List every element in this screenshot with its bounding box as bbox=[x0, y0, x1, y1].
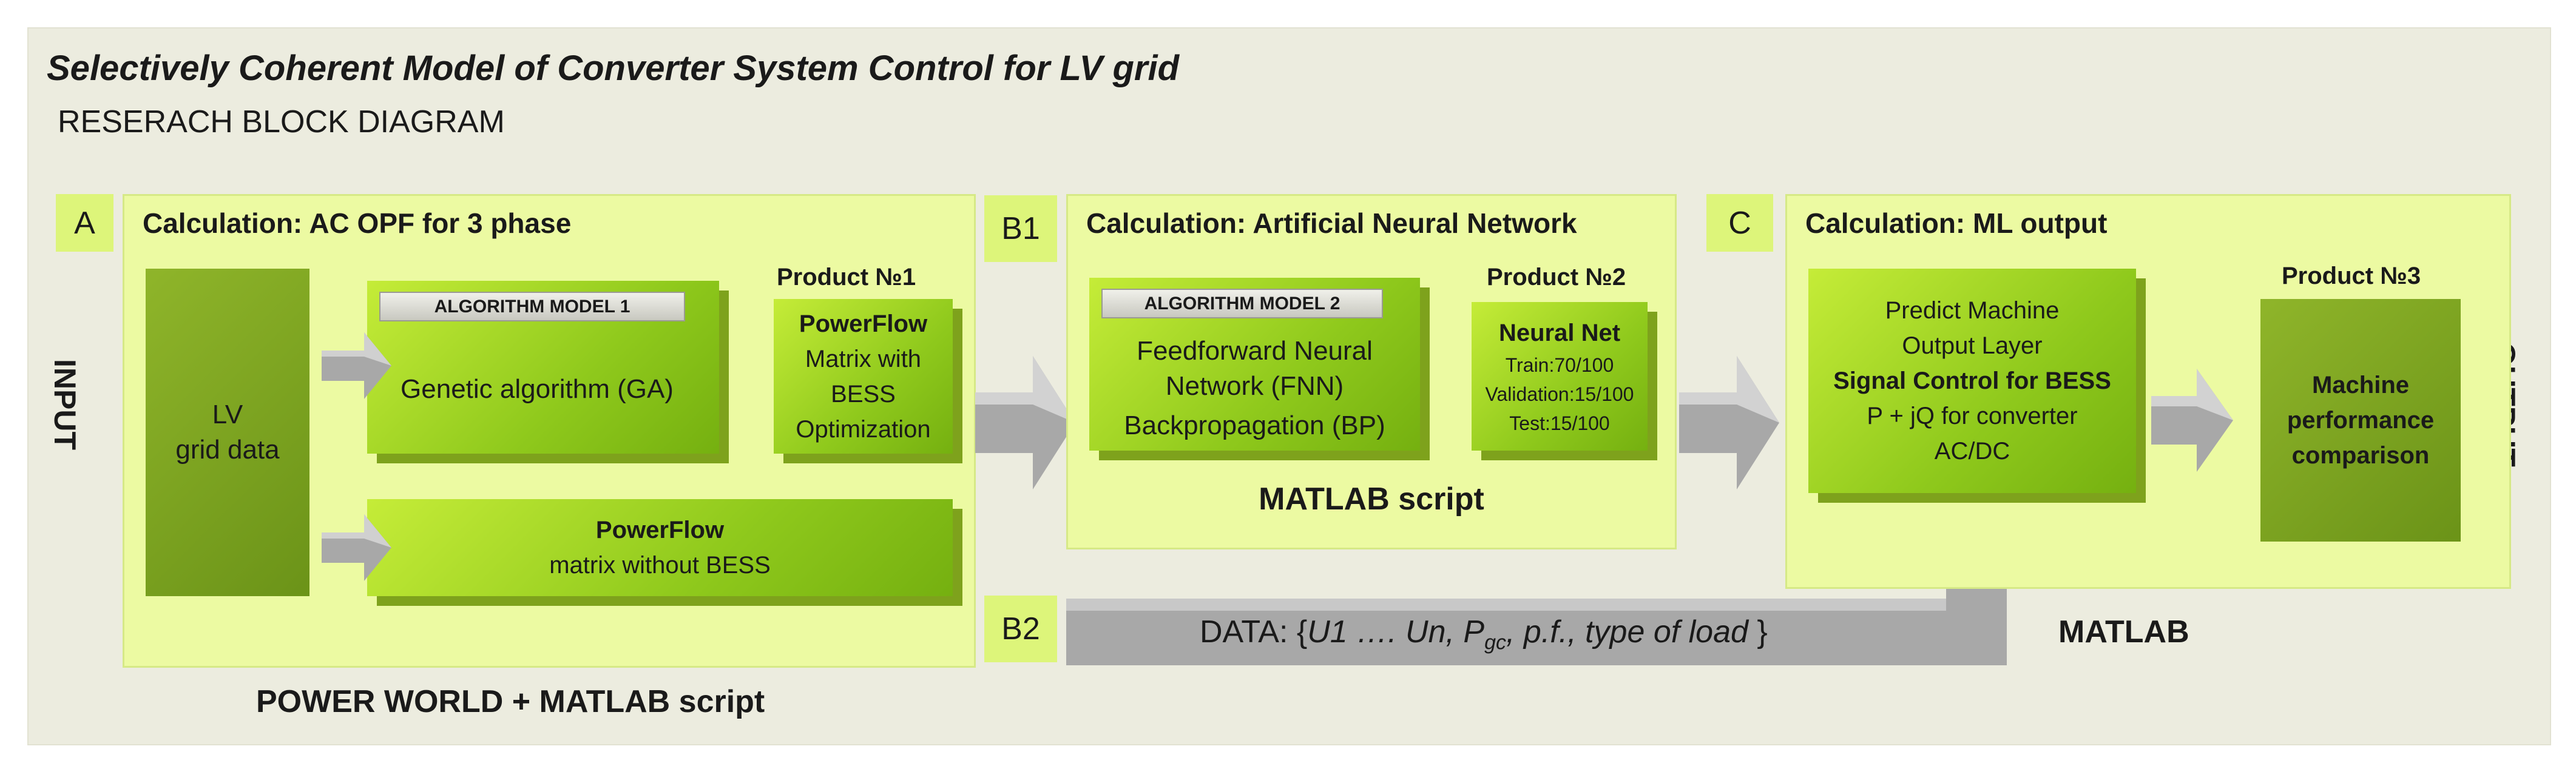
product-2-train: Train:70/100 bbox=[1505, 354, 1614, 376]
product-2-validation: Validation:15/100 bbox=[1485, 383, 1634, 405]
block-c-title: Calculation: ML output bbox=[1805, 207, 2108, 239]
ml-line-2: Output Layer bbox=[1902, 332, 2043, 359]
block-a-footer: POWER WORLD + MATLAB script bbox=[256, 684, 765, 719]
data-label: DATA: {U1 …. Un, Pgc, p.f., type of load… bbox=[1200, 614, 1768, 654]
ml-line-3: P + jQ for converter bbox=[1867, 403, 2078, 429]
arrow-grid-to-powerflow bbox=[322, 514, 391, 581]
product-2-title: Neural Net bbox=[1498, 319, 1621, 346]
arrow-a-to-b1 bbox=[975, 356, 1075, 489]
powerflow-title: PowerFlow bbox=[595, 517, 725, 543]
grid-data-line-1: LV bbox=[212, 400, 243, 429]
ml-line-4: AC/DC bbox=[1934, 438, 2010, 465]
powerflow-subtitle: matrix without BESS bbox=[549, 552, 771, 579]
input-label: INPUT bbox=[48, 359, 82, 450]
block-b2-tag: B2 bbox=[984, 596, 1057, 662]
product-1-box: PowerFlow Matrix with BESS Optimization bbox=[774, 299, 953, 454]
genetic-algorithm-text: Genetic algorithm (GA) bbox=[401, 374, 674, 404]
product-3-line-1: Machine bbox=[2311, 372, 2410, 398]
arrow-b1-to-c bbox=[1679, 356, 1779, 489]
product-1-line-3: Optimization bbox=[796, 415, 931, 443]
ml-bold-line: Signal Control for BESS bbox=[1833, 368, 2111, 394]
diagram-subtitle: RESERACH BLOCK DIAGRAM bbox=[58, 104, 505, 139]
fnn-line-2: Network (FNN) bbox=[1165, 371, 1344, 401]
block-b1-title: Calculation: Artificial Neural Network bbox=[1086, 207, 1577, 239]
diagram-title: Selectively Coherent Model of Converter … bbox=[47, 49, 1180, 88]
algorithm-model-1-box: ALGORITHM MODEL 1 Genetic algorithm (GA) bbox=[367, 281, 719, 454]
product-2-box: Neural Net Train:70/100 Validation:15/10… bbox=[1472, 302, 1648, 451]
arrow-grid-to-ga bbox=[322, 332, 391, 399]
product-3-line-3: comparison bbox=[2291, 442, 2430, 469]
product-1-label: Product №1 bbox=[777, 264, 916, 290]
block-c-panel: Calculation: ML output Predict Machine O… bbox=[1785, 194, 2511, 589]
arrow-ml-to-product-3 bbox=[2151, 369, 2233, 472]
ml-output-box: Predict Machine Output Layer Signal Cont… bbox=[1808, 269, 2136, 493]
data-subscript: gc bbox=[1484, 631, 1507, 654]
ml-line-1: Predict Machine bbox=[1885, 297, 2060, 324]
data-vars: U1 …. Un, P bbox=[1307, 614, 1485, 650]
backpropagation-text: Backpropagation (BP) bbox=[1124, 411, 1385, 440]
product-1-line-2: BESS bbox=[831, 380, 896, 408]
product-2-label: Product №2 bbox=[1487, 264, 1626, 290]
data-prefix: DATA: { bbox=[1200, 614, 1308, 650]
algorithm-model-2-box: ALGORITHM MODEL 2 Feedforward Neural Net… bbox=[1089, 278, 1420, 451]
block-a-title: Calculation: AC OPF for 3 phase bbox=[143, 207, 572, 239]
algorithm-model-2-tag: ALGORITHM MODEL 2 bbox=[1101, 289, 1383, 318]
product-1-line-1: Matrix with bbox=[805, 345, 922, 372]
product-2-test: Test:15/100 bbox=[1509, 412, 1610, 434]
grid-data-line-2: grid data bbox=[175, 435, 280, 465]
block-c-tag: C bbox=[1706, 194, 1773, 252]
fnn-line-1: Feedforward Neural bbox=[1137, 336, 1373, 366]
algorithm-model-1-tag: ALGORITHM MODEL 1 bbox=[379, 292, 685, 321]
data-arrow-b2-to-c bbox=[1066, 508, 2037, 665]
block-a-panel: Calculation: AC OPF for 3 phase LV grid … bbox=[123, 194, 976, 668]
diagram-canvas: Selectively Coherent Model of Converter … bbox=[27, 27, 2551, 745]
lv-grid-data-box: LV grid data bbox=[146, 269, 309, 596]
block-b1-footer: MATLAB script bbox=[1259, 482, 1484, 517]
data-rest: , p.f., type of load bbox=[1506, 614, 1748, 650]
fnn-text: Feedforward Neural Network (FNN) bbox=[1089, 326, 1420, 411]
product-3-box: Machine performance comparison bbox=[2260, 299, 2461, 542]
data-suffix: } bbox=[1748, 614, 1768, 650]
block-c-footer: MATLAB bbox=[2058, 614, 2189, 650]
block-b1-panel: Calculation: Artificial Neural Network A… bbox=[1066, 194, 1677, 549]
powerflow-without-bess-box: PowerFlow matrix without BESS bbox=[367, 499, 953, 596]
product-1-title: PowerFlow bbox=[799, 310, 928, 337]
product-3-line-2: performance bbox=[2287, 407, 2435, 434]
block-a-tag: A bbox=[56, 194, 113, 252]
block-b1-tag: B1 bbox=[984, 195, 1057, 262]
product-3-label: Product №3 bbox=[2282, 263, 2421, 289]
